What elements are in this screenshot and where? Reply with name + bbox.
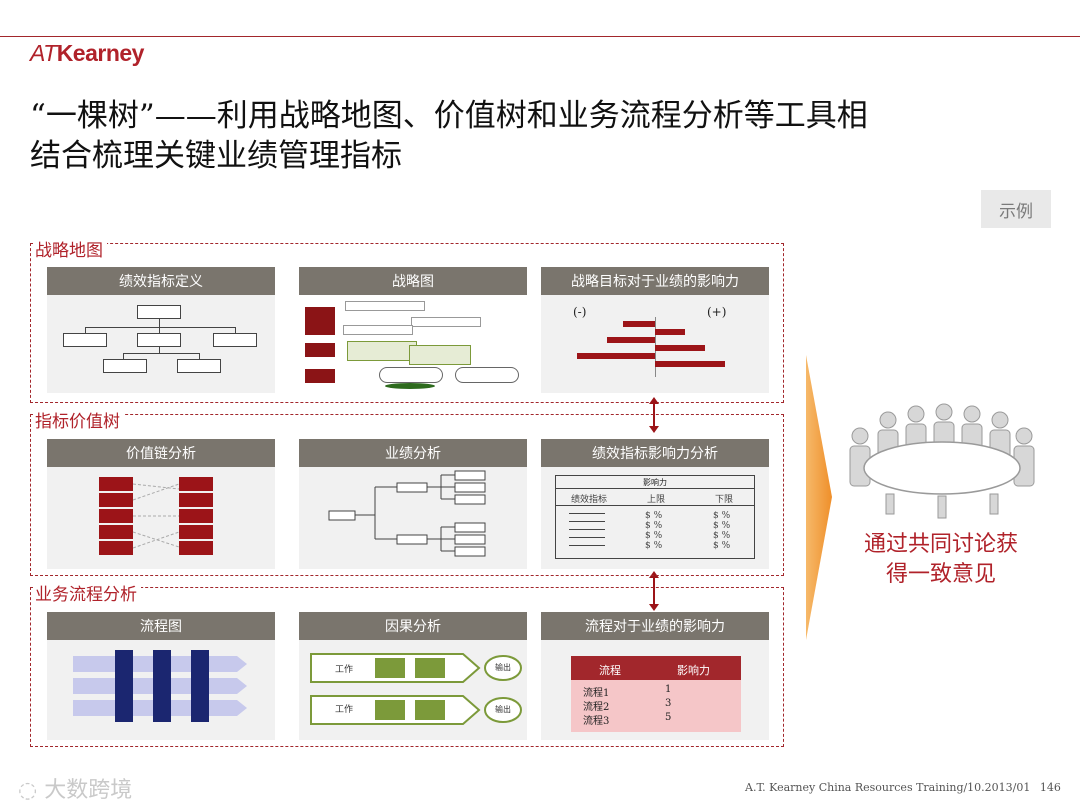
col-upper: 上限 bbox=[647, 495, 666, 505]
process-value: 1 bbox=[665, 684, 672, 695]
lower-cell: $ % bbox=[713, 531, 731, 541]
output-label: 输出 bbox=[495, 663, 511, 672]
kpi-impact-table-diagram: 影响力 绩效指标 上限 下限 $ % $ % $ % $ % $ % $ % $… bbox=[541, 467, 769, 569]
footer-source: A.T. Kearney China Resources Training/10… bbox=[745, 781, 1031, 794]
connector-arrow-2 bbox=[649, 571, 659, 611]
panel-value-chain: 价值链分析 bbox=[47, 439, 275, 569]
work-label: 工作 bbox=[335, 665, 354, 675]
value-chain-diagram bbox=[47, 467, 275, 569]
panel-title: 流程图 bbox=[47, 612, 275, 640]
panel-title: 价值链分析 bbox=[47, 439, 275, 467]
section-process: 业务流程分析 流程图 因果分析 bbox=[30, 584, 784, 747]
impact-group-header: 影响力 bbox=[555, 475, 755, 489]
col-impact: 影响力 bbox=[677, 664, 710, 677]
brand-logo: ATKearney bbox=[30, 40, 144, 66]
section-strategy-map: 战略地图 绩效指标定义 战略图 bbox=[30, 240, 784, 403]
panel-title: 战略目标对于业绩的影响力 bbox=[541, 267, 769, 295]
example-tag: 示例 bbox=[981, 190, 1051, 228]
panel-title: 绩效指标影响力分析 bbox=[541, 439, 769, 467]
connector-arrow-1 bbox=[649, 397, 659, 433]
panel-title: 绩效指标定义 bbox=[47, 267, 275, 295]
header-rule bbox=[0, 36, 1080, 37]
process-name: 流程3 bbox=[583, 716, 610, 727]
process-name: 流程1 bbox=[583, 688, 610, 699]
panel-flowchart: 流程图 bbox=[47, 612, 275, 740]
process-value: 3 bbox=[665, 698, 672, 709]
col-process: 流程 bbox=[599, 664, 621, 677]
title-line-1: “一棵树”——利用战略地图、价值树和业务流程分析等工具相 bbox=[30, 98, 868, 134]
title-line-2: 结合梳理关键业绩管理指标 bbox=[30, 138, 402, 174]
panel-strategy-chart: 战略图 bbox=[299, 267, 527, 393]
panel-strategy-impact: 战略目标对于业绩的影响力 (-) (+) bbox=[541, 267, 769, 393]
org-chart-diagram bbox=[47, 295, 275, 393]
upper-cell: $ % bbox=[645, 521, 663, 531]
impact-bar-diagram: (-) (+) bbox=[541, 295, 769, 393]
flowchart-diagram bbox=[47, 640, 275, 740]
work-label: 工作 bbox=[335, 705, 354, 715]
panel-title: 战略图 bbox=[299, 267, 527, 295]
panel-title: 业绩分析 bbox=[299, 439, 527, 467]
section-label: 指标价值树 bbox=[35, 411, 124, 433]
cause-effect-diagram: 工作 输出 工作 输出 bbox=[299, 640, 527, 740]
panel-title: 流程对于业绩的影响力 bbox=[541, 612, 769, 640]
upper-cell: $ % bbox=[645, 531, 663, 541]
page-title: “一棵树”——利用战略地图、价值树和业务流程分析等工具相 结合梳理关键业绩管理指… bbox=[30, 96, 1030, 176]
section-label: 战略地图 bbox=[35, 240, 107, 262]
lower-cell: $ % bbox=[713, 541, 731, 551]
watermark-logo-icon: ◌ bbox=[18, 778, 38, 803]
upper-cell: $ % bbox=[645, 511, 663, 521]
lower-cell: $ % bbox=[713, 511, 731, 521]
positive-label: (+) bbox=[707, 305, 727, 319]
panel-performance: 业绩分析 bbox=[299, 439, 527, 569]
watermark: ◌ 大数跨境 bbox=[18, 778, 133, 803]
page-number: 146 bbox=[1039, 781, 1061, 794]
panel-cause-effect: 因果分析 工作 输出 工作 输出 bbox=[299, 612, 527, 740]
negative-label: (-) bbox=[573, 305, 587, 319]
process-name: 流程2 bbox=[583, 702, 610, 713]
lower-cell: $ % bbox=[713, 521, 731, 531]
chevron-arrow-icon bbox=[806, 355, 832, 640]
strategy-chart-diagram bbox=[299, 295, 527, 393]
upper-cell: $ % bbox=[645, 541, 663, 551]
col-kpi: 绩效指标 bbox=[571, 495, 608, 505]
section-label: 业务流程分析 bbox=[35, 584, 141, 606]
panel-kpi-impact: 绩效指标影响力分析 影响力 绩效指标 上限 下限 $ % $ % $ % $ %… bbox=[541, 439, 769, 569]
col-lower: 下限 bbox=[715, 495, 734, 505]
meeting-table-icon bbox=[849, 403, 1035, 519]
output-label: 输出 bbox=[495, 705, 511, 714]
process-value: 5 bbox=[665, 712, 672, 723]
footer: A.T. Kearney China Resources Training/10… bbox=[745, 781, 1061, 794]
performance-tree-diagram bbox=[299, 467, 527, 569]
panel-kpi-definition: 绩效指标定义 bbox=[47, 267, 275, 393]
panel-process-impact: 流程对于业绩的影响力 流程 影响力 流程1 1 流程2 3 流程3 5 bbox=[541, 612, 769, 740]
section-value-tree: 指标价值树 价值链分析 bbox=[30, 411, 784, 576]
panel-title: 因果分析 bbox=[299, 612, 527, 640]
conclusion-text: 通过共同讨论获得一致意见 bbox=[863, 532, 1018, 587]
process-impact-table: 流程 影响力 流程1 1 流程2 3 流程3 5 bbox=[541, 640, 769, 740]
